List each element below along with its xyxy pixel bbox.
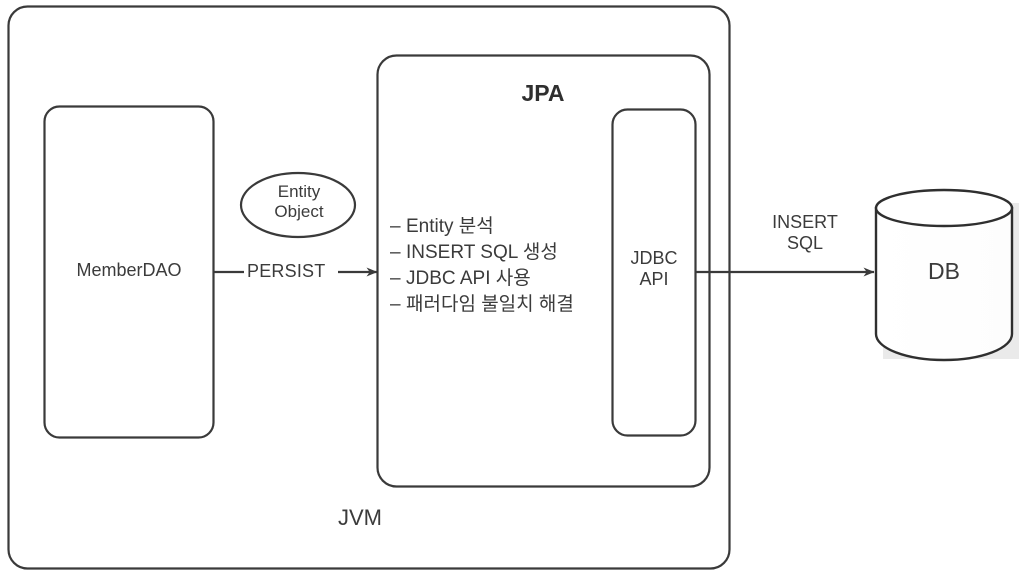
jpa-responsibility-item: –JDBC API 사용 — [390, 266, 574, 292]
jvm-label: JVM — [338, 505, 382, 530]
bullet-dash-icon: – — [390, 268, 401, 289]
persist-edge-label: PERSIST — [247, 261, 326, 281]
member-dao-label: MemberDAO — [76, 260, 182, 280]
entity-object-line1: Entity — [277, 182, 321, 201]
jpa-responsibility-label: Entity 분석 — [406, 216, 494, 237]
entity-object-line2: Object — [274, 202, 324, 222]
jpa-responsibility-label: INSERT SQL 생성 — [406, 242, 558, 263]
jdbc-api-line1: JDBC — [630, 248, 678, 268]
jpa-responsibility-item: –INSERT SQL 생성 — [390, 240, 574, 266]
jpa-responsibility-item: –Entity 분석 — [390, 214, 574, 240]
insert-sql-line2: SQL — [786, 233, 824, 254]
bullet-dash-icon: – — [390, 242, 401, 263]
bullet-dash-icon: – — [390, 294, 401, 315]
jpa-responsibility-item: –패러다임 불일치 해결 — [390, 292, 574, 318]
insert-sql-line1: INSERT — [772, 212, 838, 232]
bullet-dash-icon: – — [390, 216, 401, 237]
jpa-title: JPA — [521, 80, 565, 106]
jpa-responsibility-list: –Entity 분석–INSERT SQL 생성–JDBC API 사용–패러다… — [390, 214, 574, 318]
jpa-responsibility-label: 패러다임 불일치 해결 — [406, 294, 574, 315]
jdbc-api-line2: API — [639, 269, 669, 290]
database-label: DB — [928, 258, 960, 284]
jpa-responsibility-label: JDBC API 사용 — [406, 268, 531, 289]
